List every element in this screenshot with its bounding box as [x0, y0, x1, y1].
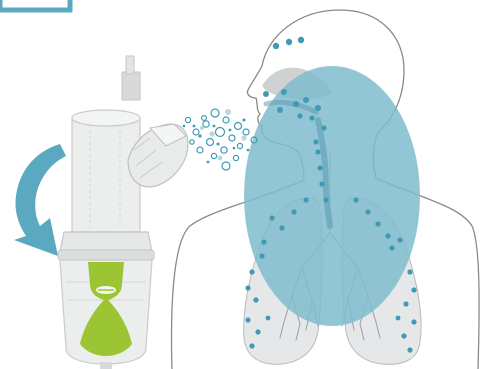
- corner-accent: [0, 0, 73, 13]
- aerosol-haze: [199, 109, 247, 161]
- airway-oval: [244, 66, 420, 326]
- deposition-dots: [245, 36, 417, 353]
- curved-arrow-icon: [14, 144, 66, 256]
- mouth-airway: [263, 99, 319, 115]
- aerosol-dots: [176, 118, 250, 164]
- aerosol-particles: [179, 108, 258, 171]
- trachea: [315, 117, 333, 229]
- medication-chamber: [80, 262, 132, 356]
- nebulizer-device: [57, 55, 189, 369]
